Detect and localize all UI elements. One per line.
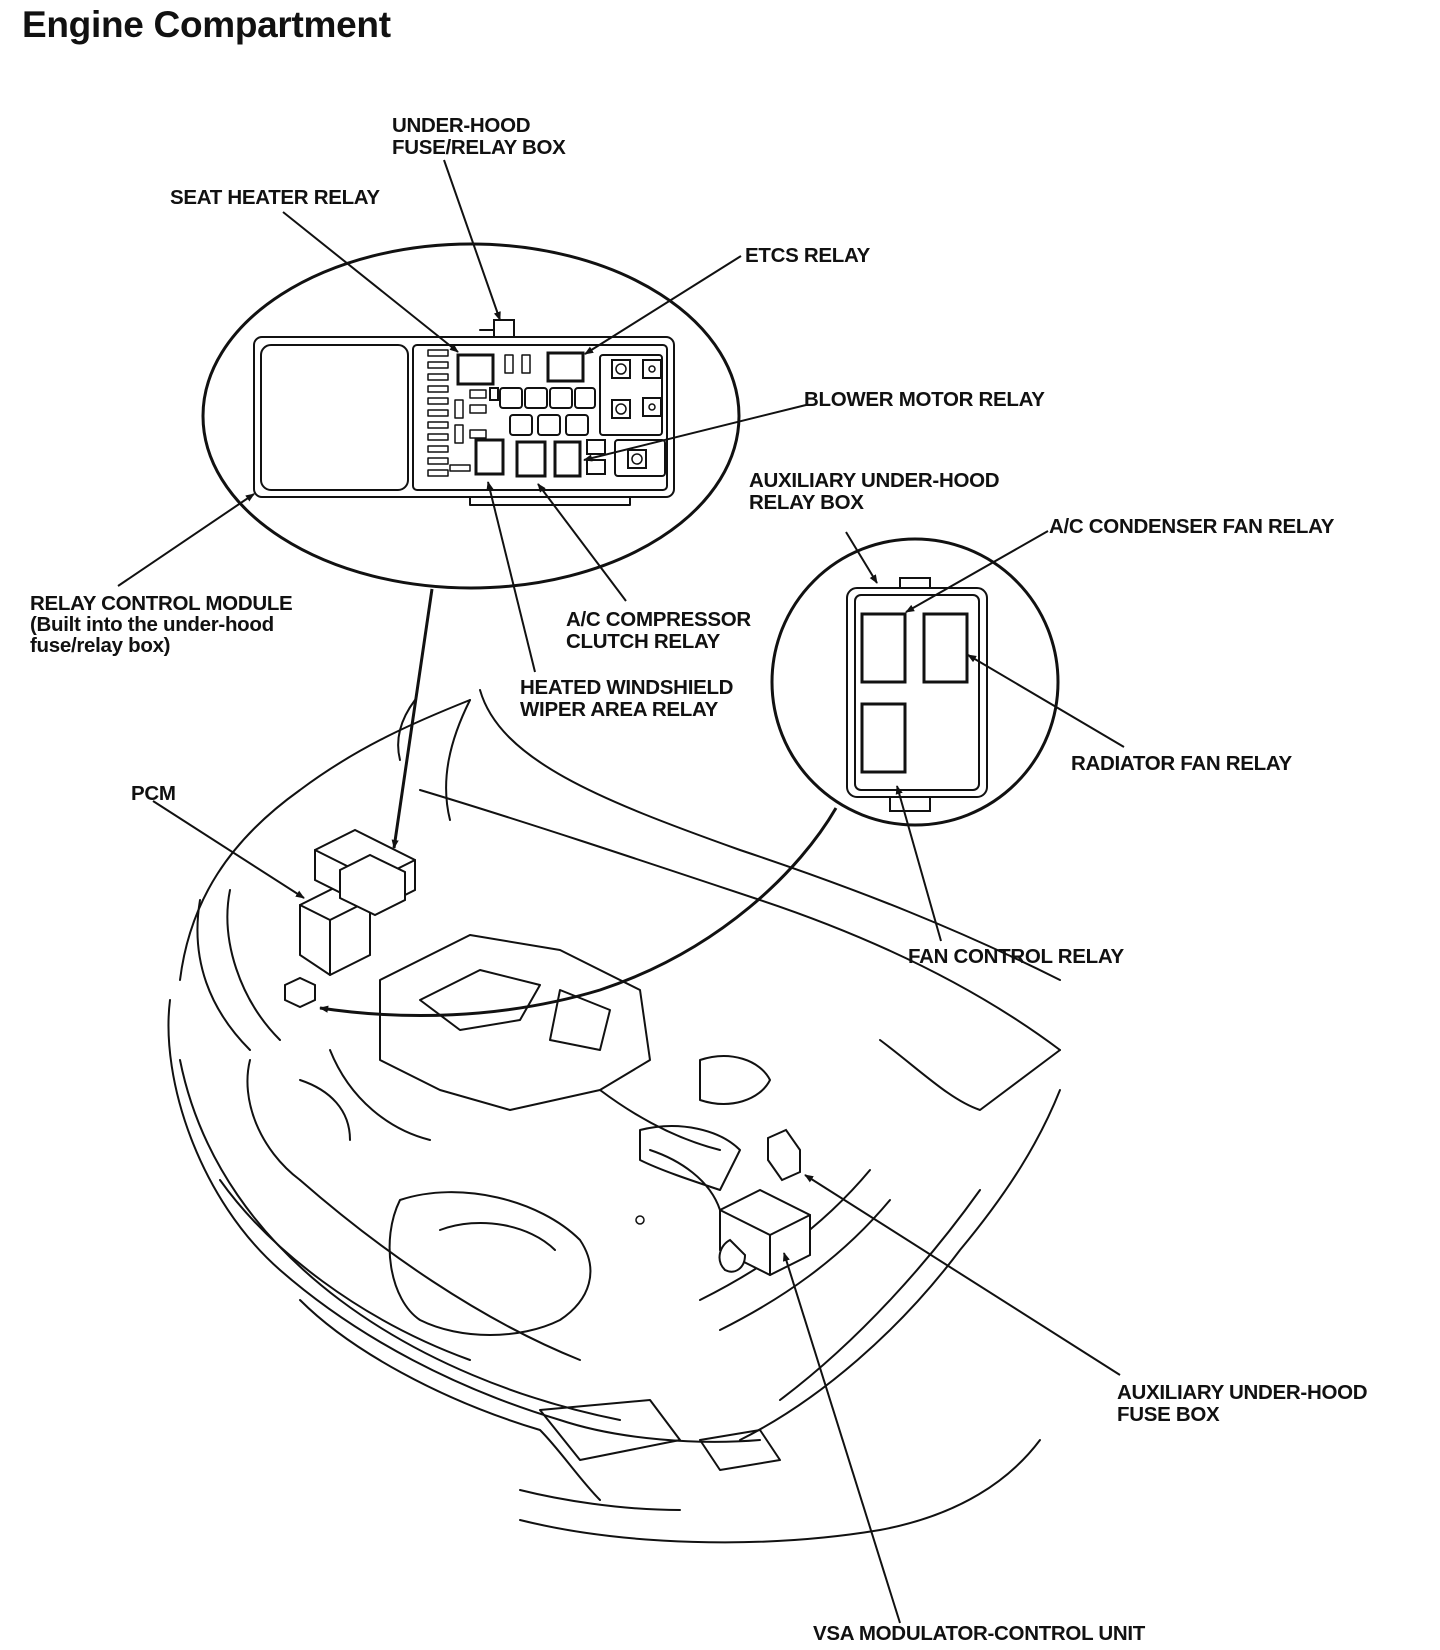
aux-relay-box-callout xyxy=(770,537,1060,827)
car-outline xyxy=(167,689,1061,1544)
label-relay-control-module: RELAY CONTROL MODULE(Built into the unde… xyxy=(30,592,293,657)
label-blower-motor-relay: BLOWER MOTOR RELAY xyxy=(804,388,1045,411)
label-etcs-relay: ETCS RELAY xyxy=(745,244,870,267)
label-pcm: PCM xyxy=(131,782,176,805)
label-vsa-modulator-control-unit: VSA MODULATOR-CONTROL UNIT xyxy=(813,1622,1145,1645)
label-seat-heater-relay: SEAT HEATER RELAY xyxy=(170,186,380,209)
label-radiator-fan-relay: RADIATOR FAN RELAY xyxy=(1071,752,1292,775)
page-title: Engine Compartment xyxy=(22,4,391,45)
under-hood-fuse-relay-box-callout xyxy=(201,242,741,590)
label-ac-condenser-fan-relay: A/C CONDENSER FAN RELAY xyxy=(1049,515,1335,538)
leader-lines xyxy=(117,159,1125,1624)
label-fan-control-relay: FAN CONTROL RELAY xyxy=(908,945,1124,968)
